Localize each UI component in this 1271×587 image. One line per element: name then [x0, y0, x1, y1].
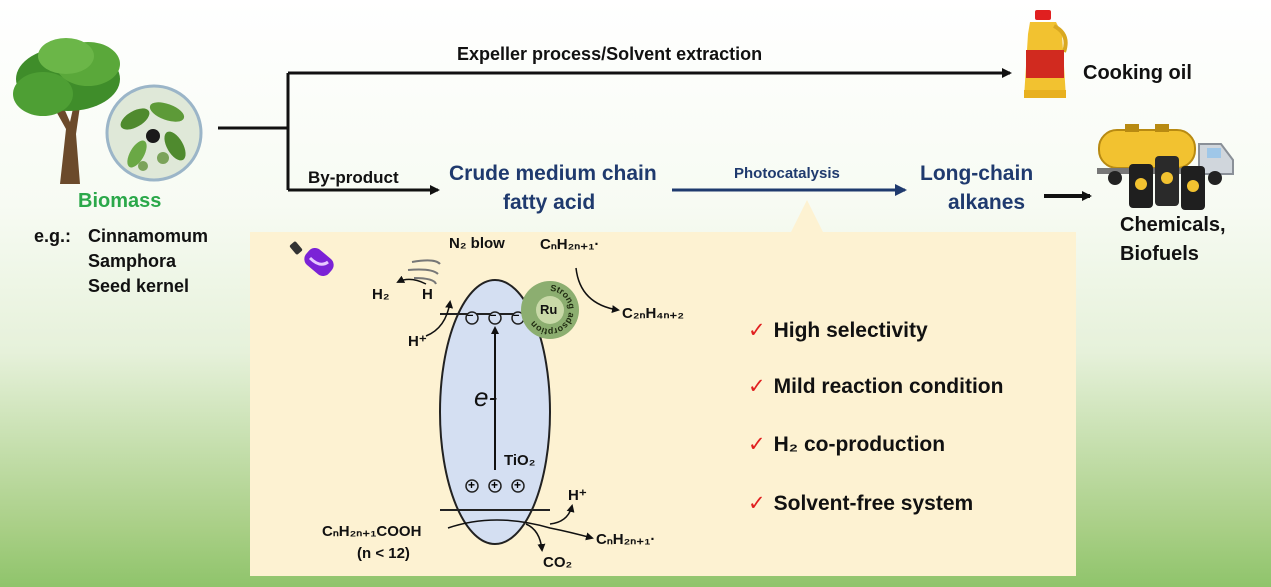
- oil-barrels-icon: [1129, 156, 1205, 210]
- hole-1: [465, 479, 479, 493]
- advantage-1: ✓High selectivity: [748, 319, 928, 342]
- electron-sign-3: −: [513, 310, 520, 322]
- co2-arrow: [525, 523, 546, 552]
- hplus-to-h-arrow: [425, 300, 454, 337]
- lamp-icon: [289, 241, 334, 277]
- check-icon: ✓: [748, 433, 766, 456]
- advantage-2: ✓Mild reaction condition: [748, 375, 1004, 398]
- acid-label: CₙH₂ₙ₊₁COOH: [322, 523, 422, 540]
- check-icon: ✓: [748, 319, 766, 342]
- h2-label: H₂: [372, 286, 390, 303]
- tree-icon: [13, 38, 120, 184]
- hole-sign-3: +: [514, 478, 522, 492]
- feed-line-1: Crude medium chain: [449, 162, 657, 185]
- radical-bottom-label: CₙH₂ₙ₊₁·: [596, 531, 656, 548]
- hole-sign-2: +: [491, 478, 499, 492]
- radical-to-alkane-arrow: [575, 267, 620, 314]
- biomass-title: Biomass: [78, 190, 162, 212]
- wind-icon: [407, 259, 441, 285]
- example-line-1: Cinnamomum: [88, 226, 209, 246]
- electron-1: [465, 311, 479, 325]
- cooking-oil-label: Cooking oil: [1083, 62, 1192, 84]
- photocatalysis-label: Photocatalysis: [734, 165, 840, 182]
- electron-sign-1: −: [467, 310, 474, 322]
- co2-label: CO₂: [543, 554, 573, 571]
- output-line-1: Long-chain: [920, 162, 1034, 185]
- ru-label: Ru: [540, 302, 558, 317]
- feed-line-2: fatty acid: [503, 191, 596, 214]
- catalyst-label: TiO₂: [504, 452, 536, 469]
- electron-2: [488, 311, 502, 325]
- final-line-2: Biofuels: [1120, 243, 1199, 265]
- hole-2: [488, 479, 502, 493]
- output-line-2: alkanes: [948, 191, 1026, 214]
- hole-3: [511, 479, 525, 493]
- h-plus-label: H⁺: [408, 333, 427, 350]
- acid-note-label: (n < 12): [357, 545, 410, 562]
- hplus-bottom-arrow: [549, 504, 575, 525]
- example-line-3: Seed kernel: [88, 276, 190, 296]
- callout-pointer: [790, 200, 824, 234]
- byproduct-label: By-product: [308, 168, 399, 187]
- n2-blow-label: N₂ blow: [449, 235, 505, 252]
- example-line-2: Samphora: [88, 251, 177, 271]
- mechanism-panel: N₂ blow H H₂ H⁺ e- TiO₂ Ru CₙH₂ₙ₊₁· C₂ₙH…: [250, 232, 1076, 576]
- hole-sign-1: +: [468, 478, 476, 492]
- check-icon: ✓: [748, 492, 766, 515]
- oil-bottle-icon: [1024, 10, 1068, 98]
- mechanism-diagram: [289, 241, 620, 552]
- example-prefix: e.g.:: [34, 226, 72, 246]
- alkane-label: C₂ₙH₄ₙ₊₂: [622, 305, 685, 322]
- h-to-h2-arrow: [396, 275, 427, 285]
- advantage-4: ✓Solvent-free system: [748, 492, 974, 515]
- seed-branch-icon: [105, 84, 203, 182]
- h-plus-bottom-label: H⁺: [568, 487, 587, 504]
- electron-sign-2: −: [490, 310, 497, 322]
- electron-label: e-: [474, 382, 498, 412]
- final-line-1: Chemicals,: [1120, 214, 1226, 236]
- process-label: Expeller process/Solvent extraction: [457, 44, 763, 64]
- acid-oxidation-curve: [447, 519, 594, 541]
- radical-top-label: CₙH₂ₙ₊₁·: [540, 236, 600, 253]
- h-label: H: [422, 286, 433, 303]
- check-icon: ✓: [748, 375, 766, 398]
- advantage-3: ✓H₂ co-production: [748, 433, 946, 456]
